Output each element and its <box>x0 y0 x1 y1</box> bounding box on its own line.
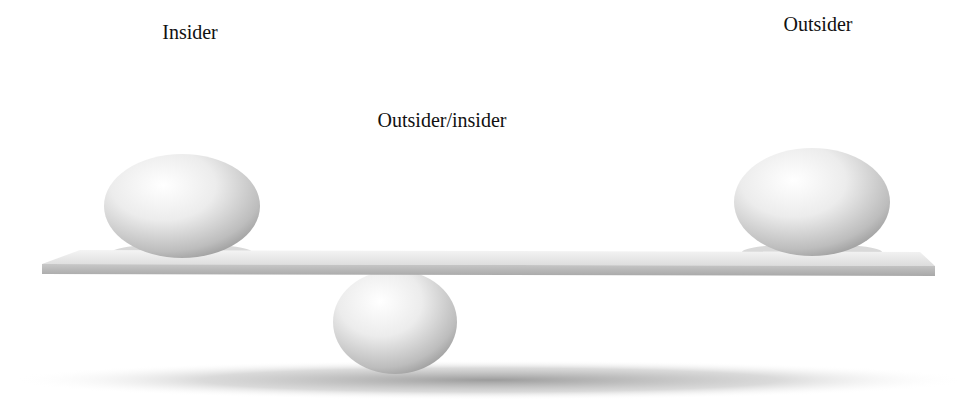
left-ball <box>104 154 260 258</box>
fulcrum-ball <box>333 270 457 374</box>
ground-shadow <box>10 360 958 399</box>
seesaw-label: Insider <box>162 20 218 44</box>
right-ball <box>734 148 890 256</box>
plank-front <box>42 264 935 276</box>
seesaw-label: Outsider/insider <box>378 108 507 132</box>
seesaw-label: Outsider <box>784 12 853 36</box>
